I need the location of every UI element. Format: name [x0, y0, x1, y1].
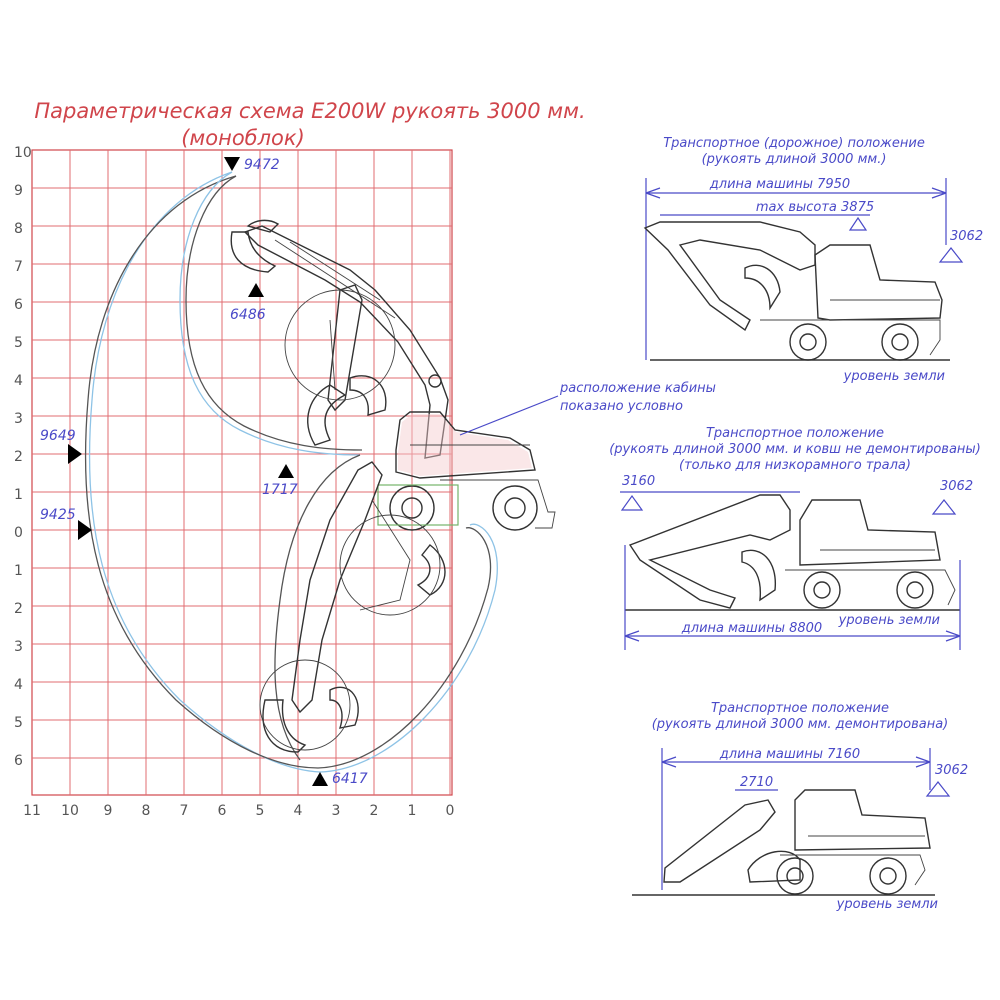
marker-max-depth: 6417 — [312, 771, 368, 787]
x-tick-9: 9 — [104, 803, 113, 819]
view3-title: Транспортное положение — [711, 701, 889, 716]
y-tick-neg5: 5 — [14, 715, 23, 731]
transport-view-stick-removed: Транспортное положение (рукоять длиной 3… — [632, 701, 968, 912]
value-max-depth: 6417 — [332, 771, 368, 787]
view3-height-left: 2710 — [740, 775, 773, 790]
value-dump-height: 6486 — [230, 307, 266, 323]
y-tick-1: 1 — [14, 487, 23, 503]
y-tick-7: 7 — [14, 259, 23, 275]
cab-note: расположение кабины показано условно — [459, 381, 716, 436]
view1-title: Транспортное (дорожное) положение — [663, 136, 925, 151]
view1-subtitle: (рукоять длиной 3000 мм.) — [702, 152, 887, 167]
view1-length: длина машины 7950 — [709, 177, 850, 192]
value-reach-ground: 9649 — [40, 428, 76, 444]
y-tick-5: 5 — [14, 335, 23, 351]
boom-lowered — [259, 461, 446, 753]
view2-ground: уровень земли — [838, 613, 940, 628]
reach-grid — [31, 149, 453, 796]
boom-raised — [230, 219, 449, 459]
y-tick-4: 4 — [14, 373, 23, 389]
y-tick-neg4: 4 — [14, 677, 23, 693]
view3-ground: уровень земли — [836, 897, 938, 912]
view3-height-right: 3062 — [935, 763, 968, 778]
x-tick-5: 5 — [256, 803, 265, 819]
value-top-reach: 9472 — [244, 157, 280, 173]
x-tick-3: 3 — [332, 803, 341, 819]
view2-subtitle: (рукоять длиной 3000 мм. и ковш не демон… — [609, 442, 981, 457]
x-axis-labels: 11 10 9 8 7 6 5 4 3 2 1 0 — [23, 803, 454, 819]
y-tick-neg6: 6 — [14, 753, 23, 769]
view1-ground: уровень земли — [843, 369, 945, 384]
x-tick-0: 0 — [446, 803, 455, 819]
x-tick-10: 10 — [61, 803, 79, 819]
x-tick-7: 7 — [180, 803, 189, 819]
marker-reach-ground: 9649 — [40, 428, 82, 464]
value-depth-low: 1717 — [262, 482, 298, 498]
view1-height: 3062 — [950, 229, 983, 244]
diagram-subtitle: (моноблок) — [181, 126, 305, 150]
y-tick-2: 2 — [14, 449, 23, 465]
marker-reach-zero: 9425 — [40, 507, 92, 540]
x-tick-1: 1 — [408, 803, 417, 819]
marker-depth-low: 1717 — [262, 464, 298, 498]
x-tick-4: 4 — [294, 803, 303, 819]
value-reach-zero: 9425 — [40, 507, 76, 523]
y-tick-neg3: 3 — [14, 639, 23, 655]
excavator-body — [377, 411, 556, 531]
y-tick-10: 10 — [14, 145, 32, 161]
cab-note-line1: расположение кабины — [559, 381, 716, 396]
transport-view-trailer: Транспортное положение (рукоять длиной 3… — [609, 426, 981, 650]
view2-height-right: 3062 — [940, 479, 973, 494]
diagram-title: Параметрическая схема E200W рукоять 3000… — [34, 99, 585, 123]
y-tick-6: 6 — [14, 297, 23, 313]
view3-subtitle: (рукоять длиной 3000 мм. демонтирована) — [652, 717, 949, 732]
cab-note-line2: показано условно — [560, 399, 683, 414]
y-tick-8: 8 — [14, 221, 23, 237]
x-tick-6: 6 — [218, 803, 227, 819]
y-tick-9: 9 — [14, 183, 23, 199]
marker-top-reach: 9472 — [224, 157, 280, 173]
x-tick-8: 8 — [142, 803, 151, 819]
reach-envelope — [84, 171, 498, 773]
view1-max-height: max высота 3875 — [756, 200, 874, 215]
view2-title: Транспортное положение — [706, 426, 884, 441]
view2-note: (только для низкорамного трала) — [679, 458, 911, 473]
view2-length: длина машины 8800 — [681, 621, 822, 636]
view2-height-left: 3160 — [622, 474, 655, 489]
y-tick-0: 0 — [14, 525, 23, 541]
marker-dump-height: 6486 — [230, 283, 266, 323]
y-tick-3: 3 — [14, 411, 23, 427]
view3-length: длина машины 7160 — [719, 747, 860, 762]
y-tick-neg1: 1 — [14, 563, 23, 579]
y-tick-neg2: 2 — [14, 601, 23, 617]
y-axis-labels-below: 1 2 3 4 5 6 — [14, 563, 23, 769]
y-axis-labels-above: 10 9 8 7 6 5 4 3 2 1 0 — [14, 145, 32, 541]
x-tick-11: 11 — [23, 803, 41, 819]
transport-view-road: Транспортное (дорожное) положение (рукоя… — [643, 136, 983, 384]
x-tick-2: 2 — [370, 803, 379, 819]
